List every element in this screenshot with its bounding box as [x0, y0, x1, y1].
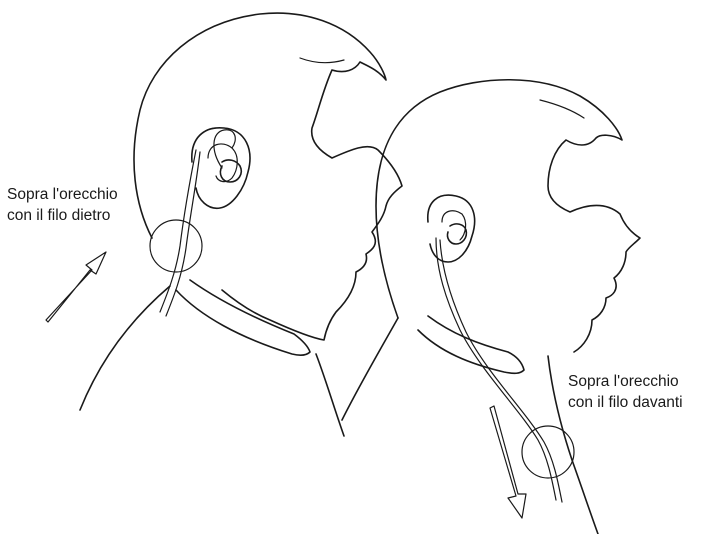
- collar: [175, 279, 311, 357]
- ear-inner: [207, 143, 238, 183]
- earpiece: [219, 159, 243, 183]
- ear-outline: [191, 127, 251, 210]
- detail-circle-front: [521, 425, 575, 479]
- ear-outline-front: [427, 194, 476, 263]
- throat-line: [547, 355, 599, 534]
- label-wire-front-line1: Sopra l'orecchio: [568, 373, 679, 390]
- cable-over-ear: [213, 129, 236, 169]
- arrow-down: [489, 405, 527, 519]
- label-wire-front-line2: con il filo davanti: [568, 394, 683, 411]
- cable-front-1: [435, 237, 557, 501]
- figure-wire-front: [341, 78, 641, 534]
- earpiece-front: [446, 223, 468, 245]
- chest-line: [315, 353, 345, 437]
- shoulder-line: [79, 285, 171, 411]
- head-back-outline: [133, 12, 403, 341]
- neck-front: [417, 315, 525, 375]
- detail-circle-behind: [149, 219, 203, 273]
- hairline-front: [539, 99, 585, 119]
- back-line: [341, 317, 399, 421]
- label-wire-behind: Sopra l'orecchio con il filo dietro: [7, 184, 118, 226]
- ear-inner-front: [441, 210, 467, 241]
- label-wire-behind-line1: Sopra l'orecchio: [7, 186, 118, 203]
- head-outline-front: [375, 78, 641, 353]
- cable-behind-1: [159, 149, 197, 313]
- label-wire-front: Sopra l'orecchio con il filo davanti: [568, 371, 683, 413]
- figure-wire-behind: [45, 12, 403, 437]
- label-wire-behind-line2: con il filo dietro: [7, 207, 111, 224]
- cable-front-2: [439, 239, 563, 503]
- cable-behind-2: [165, 151, 201, 317]
- arrow-up-right: [45, 251, 107, 323]
- hairline: [299, 57, 345, 64]
